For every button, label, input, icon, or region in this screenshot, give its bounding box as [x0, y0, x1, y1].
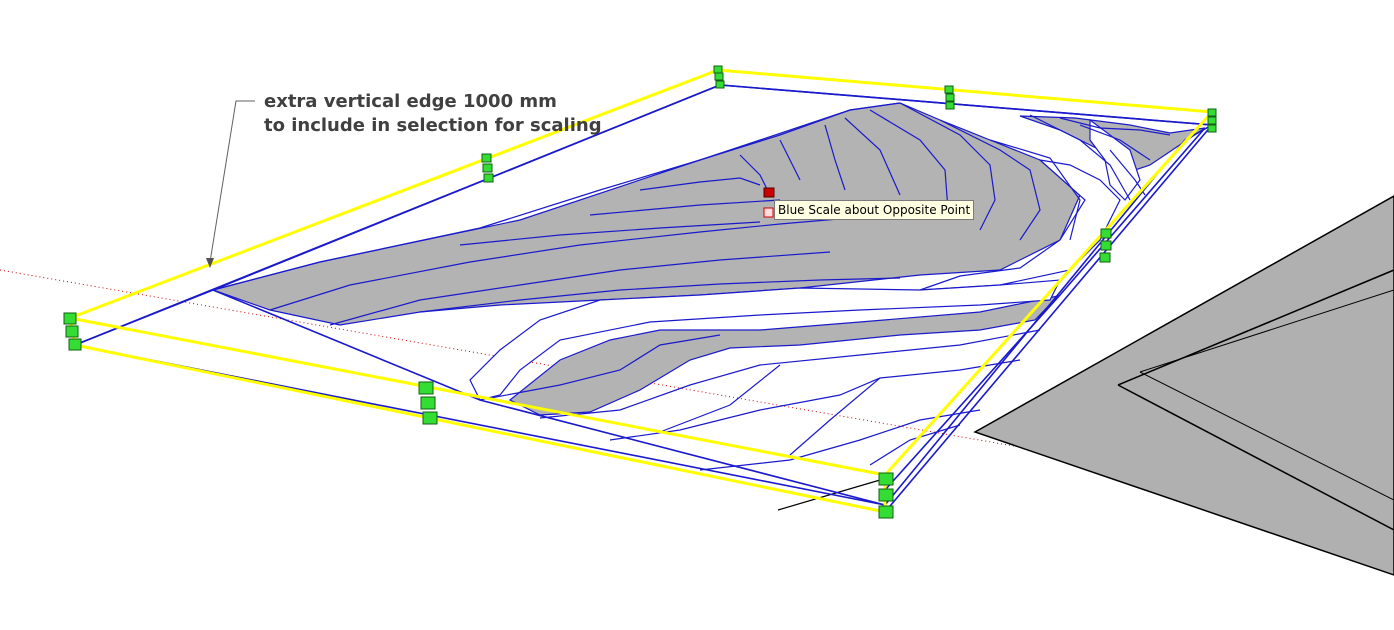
scale-grip[interactable] — [1207, 124, 1217, 133]
scale-grip[interactable] — [945, 101, 955, 110]
scale-grip[interactable] — [878, 472, 894, 486]
scale-grip[interactable] — [418, 381, 434, 395]
scale-grip[interactable] — [944, 85, 954, 94]
terrain-gaps — [469, 118, 1141, 401]
annotation-line-1: extra vertical edge 1000 mm — [264, 91, 557, 112]
scale-grips[interactable] — [63, 65, 1217, 519]
annotation-line-2: to include in selection for scaling — [264, 115, 602, 136]
scale-grip[interactable] — [483, 173, 494, 183]
scale-grip[interactable] — [68, 338, 82, 351]
scale-grip[interactable] — [65, 325, 79, 338]
scale-tooltip: Blue Scale about Opposite Point — [774, 200, 975, 220]
annotation-leader — [209, 100, 255, 263]
scale-grip[interactable] — [1207, 116, 1217, 125]
inference-edge — [777, 479, 881, 511]
ground-plane[interactable] — [973, 195, 1394, 576]
scale-cursor-icon — [763, 207, 774, 218]
scale-grip[interactable] — [945, 93, 955, 102]
scale-grip[interactable] — [878, 488, 894, 502]
scale-grip[interactable] — [1099, 252, 1111, 263]
annotation-text: extra vertical edge 1000 mm to include i… — [264, 90, 602, 138]
scale-grip[interactable] — [713, 65, 723, 74]
scale-grip[interactable] — [63, 312, 77, 325]
scale-grip[interactable] — [714, 72, 724, 81]
scale-grip[interactable] — [1207, 108, 1217, 117]
annotation-arrowhead — [206, 258, 214, 268]
active-scale-grip[interactable] — [763, 187, 775, 198]
scale-grip[interactable] — [420, 396, 436, 410]
scale-grip[interactable] — [1100, 240, 1112, 251]
scale-grip[interactable] — [878, 505, 894, 519]
scale-grip[interactable] — [481, 153, 492, 163]
scale-grip[interactable] — [1100, 228, 1112, 239]
contour-lines[interactable] — [212, 102, 1171, 471]
scale-grip[interactable] — [715, 80, 725, 89]
scale-grip[interactable] — [422, 411, 438, 425]
scale-grip[interactable] — [482, 163, 493, 173]
